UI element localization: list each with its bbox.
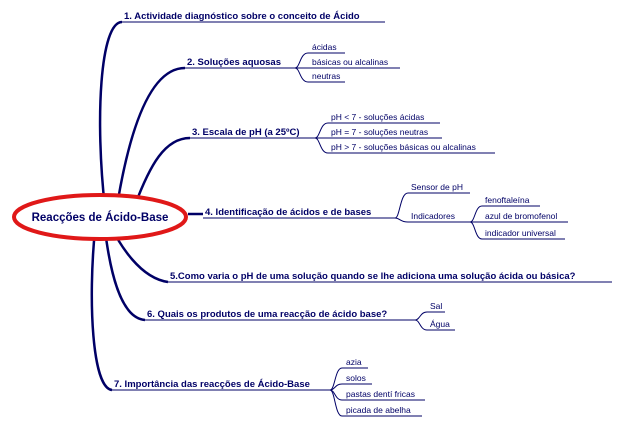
branch-7-label[interactable]: 7. Importância das reacções de Ácido-Bas… — [114, 379, 310, 390]
sub-item[interactable]: básicas ou alcalinas — [312, 57, 388, 67]
sub3-a — [314, 122, 440, 139]
connector-6 — [103, 229, 146, 322]
branch-2-label[interactable]: 2. Soluções aquosas — [187, 57, 281, 68]
sub-item[interactable]: azia — [346, 357, 362, 367]
connector-1 — [98, 20, 123, 209]
sub7-a — [329, 367, 368, 391]
sub-item-labels: ácidas básicas ou alcalinas neutras pH <… — [312, 42, 557, 415]
sub-item[interactable]: solos — [346, 373, 366, 383]
branch-6-label[interactable]: 6. Quais os produtos de uma reacção de á… — [147, 309, 387, 320]
branch-1-label[interactable]: 1. Actividade diagnóstico sobre o concei… — [124, 11, 360, 22]
sub2-c — [294, 67, 345, 83]
branch-4-label[interactable]: 4. Identificação de ácidos e de bases — [205, 207, 371, 218]
sub-item[interactable]: indicador universal — [485, 228, 556, 238]
branch-5-label[interactable]: 5.Como varia o pH de uma solução quando … — [170, 271, 576, 282]
sub4-e — [469, 221, 565, 240]
connector-7 — [90, 229, 113, 392]
sub4-c — [469, 205, 540, 223]
connector-2 — [116, 66, 186, 201]
sub2-a — [294, 52, 345, 69]
sub6-b — [414, 319, 455, 331]
sub-item[interactable]: ácidas — [312, 42, 337, 52]
sub-item[interactable]: Água — [430, 319, 450, 329]
sub7-b — [329, 383, 372, 391]
sub6-a — [414, 311, 445, 321]
sub7-d — [329, 389, 422, 417]
sub-item[interactable]: pastas dentí fricas — [346, 389, 415, 399]
sub4-b — [394, 217, 470, 223]
sub-item[interactable]: Sensor de pH — [411, 182, 463, 192]
sub-connectors — [294, 52, 568, 417]
sub-item[interactable]: picada de abelha — [346, 405, 411, 415]
connector-3 — [133, 136, 191, 206]
sub-item[interactable]: azul de bromofenol — [485, 211, 557, 221]
branch-underlines — [112, 21, 612, 391]
branch-labels: 1. Actividade diagnóstico sobre o concei… — [114, 11, 576, 390]
sub-item[interactable]: Indicadores — [411, 211, 455, 221]
sub-item[interactable]: pH > 7 - soluções básicas ou alcalinas — [331, 142, 476, 152]
central-label: Reacções de Ácido-Base — [32, 211, 169, 224]
branch-3-label[interactable]: 3. Escala de pH (a 25ºC) — [192, 127, 300, 138]
sub-item[interactable]: neutras — [312, 71, 340, 81]
sub4-a — [394, 192, 470, 219]
sub-item[interactable]: Sal — [430, 301, 442, 311]
central-ellipse — [12, 193, 188, 241]
sub-item[interactable]: pH < 7 - soluções ácidas — [331, 112, 424, 122]
sub3-c — [314, 137, 495, 154]
central-node[interactable]: Reacções de Ácido-Base — [12, 193, 188, 241]
sub-item[interactable]: fenoftaleína — [485, 195, 530, 205]
sub-item[interactable]: pH = 7 - soluções neutras — [331, 127, 428, 137]
